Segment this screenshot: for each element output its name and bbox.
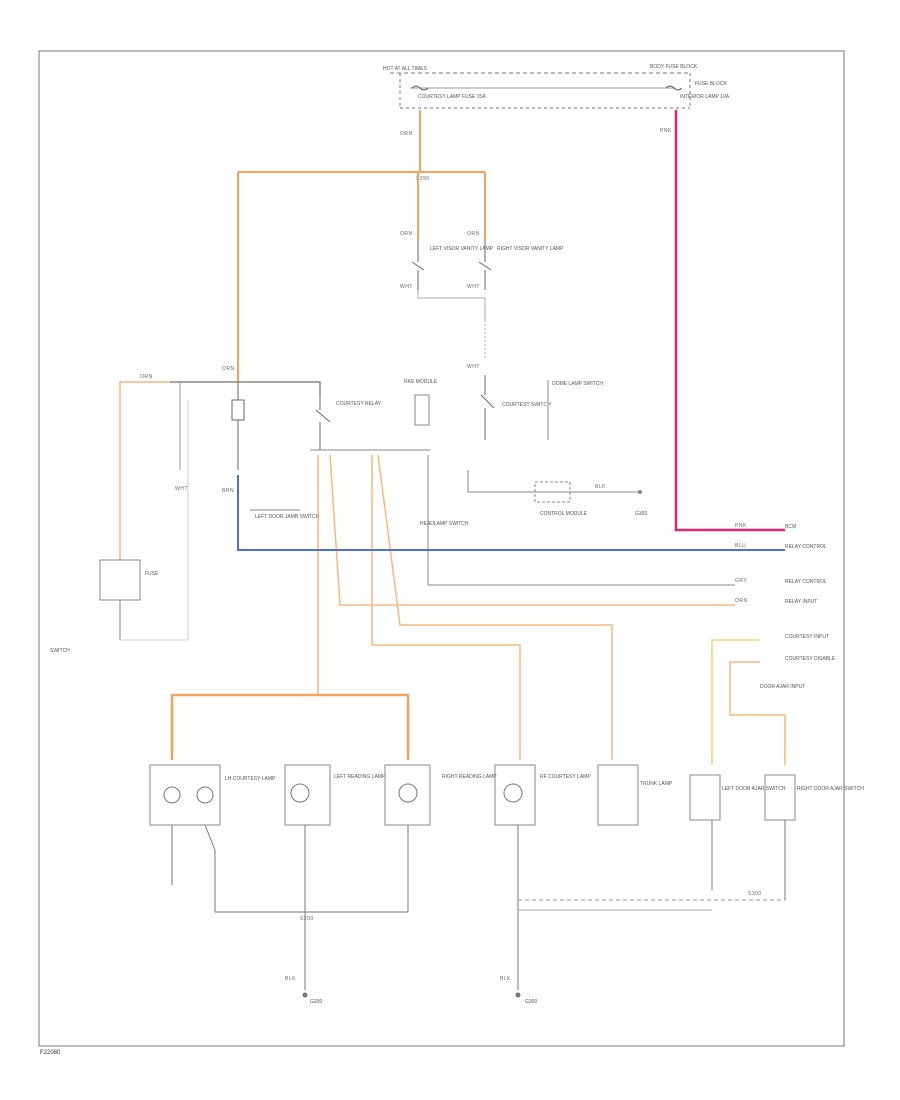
svg-text:BLK: BLK	[285, 976, 296, 982]
svg-text:BRN: BRN	[222, 488, 234, 494]
svg-text:WHT: WHT	[467, 364, 480, 370]
svg-text:TRUNK LAMP: TRUNK LAMP	[640, 781, 673, 787]
right-connectors: BCM PNK RELAY CONTROL BLU RELAY CONTROL …	[735, 523, 836, 690]
left-ground-bus	[214, 850, 408, 913]
orange-drop-3	[371, 455, 521, 760]
svg-text:ORN: ORN	[400, 231, 413, 237]
courtesy-relay: ORN BRN	[222, 366, 245, 494]
svg-text:FUSE: FUSE	[145, 571, 159, 577]
orange-door-wire	[729, 661, 786, 765]
left-door-jamb-switch: LEFT DOOR JAMB SWITCH HEADLAMP SWITCH	[250, 509, 469, 527]
right-door-ajar-switch: RIGHT DOOR AJAR SWITCH	[764, 774, 864, 900]
svg-text:ORN: ORN	[140, 374, 153, 380]
svg-text:SWITCH: SWITCH	[50, 648, 70, 654]
control-module-label: CONTROL MODULE	[540, 511, 588, 517]
ground-g300: BLK G300	[500, 976, 537, 1005]
svg-text:PNK: PNK	[735, 523, 747, 529]
svg-text:RF COURTESY LAMP: RF COURTESY LAMP	[540, 774, 591, 780]
splice-top-label: S290	[416, 176, 430, 182]
svg-text:ORN: ORN	[467, 231, 480, 237]
svg-text:COURTESY INPUT: COURTESY INPUT	[785, 634, 829, 640]
svg-text:LH COURTESY LAMP: LH COURTESY LAMP	[225, 776, 276, 782]
svg-text:DOOR AJAR INPUT: DOOR AJAR INPUT	[760, 684, 805, 690]
fuse-right-label: INTERIOR LAMP 10A	[680, 94, 730, 100]
svg-text:COURTESY DISABLE: COURTESY DISABLE	[785, 656, 836, 662]
top-fuse-box: HOT AT ALL TIMES BODY FUSE BLOCK COURTES…	[383, 64, 730, 109]
svg-text:RELAY CONTROL: RELAY CONTROL	[785, 579, 827, 585]
ground-g200: BLK G200	[285, 976, 322, 1005]
ground-g300-top: G300	[635, 511, 647, 517]
orange-drop-4	[377, 454, 613, 760]
orange-to-left-side	[119, 381, 170, 560]
svg-text:BLU: BLU	[735, 543, 746, 549]
fuse-box-side-label: FUSE BLOCK	[695, 81, 727, 87]
gray-relay-row	[170, 381, 321, 395]
svg-text:BLK: BLK	[595, 484, 606, 490]
svg-text:ORN: ORN	[222, 366, 235, 372]
left-switch-block: FUSE SWITCH	[50, 400, 189, 654]
dimmer-label: HEADLAMP SWITCH	[420, 521, 469, 527]
orange-wire-code: ORN	[400, 131, 413, 137]
svg-text:BCM: BCM	[785, 524, 796, 530]
svg-text:G200: G200	[310, 999, 322, 1005]
figure-code: F22080	[40, 1050, 61, 1056]
svg-text:WHT: WHT	[175, 486, 188, 492]
svg-text:S300: S300	[748, 891, 762, 897]
fuse-box-right-title: BODY FUSE BLOCK	[650, 64, 698, 70]
right-vanity-lamp: ORN RIGHT VISOR VANITY LAMP WHT	[467, 231, 564, 290]
svg-text:G300: G300	[525, 999, 537, 1005]
svg-text:RIGHT READING LAMP: RIGHT READING LAMP	[442, 774, 497, 780]
fuse-box-title: HOT AT ALL TIMES	[383, 66, 428, 72]
svg-text:S200: S200	[300, 916, 314, 922]
svg-text:RIGHT DOOR AJAR SWITCH: RIGHT DOOR AJAR SWITCH	[797, 786, 864, 792]
fuse-left-label: COURTESY LAMP FUSE 15A	[418, 94, 486, 100]
fuse-module-label: RKE MODULE	[404, 379, 438, 385]
courtesy-switch: COURTESY RELAY RKE MODULE	[310, 379, 438, 451]
svg-text:RELAY INPUT: RELAY INPUT	[785, 599, 817, 605]
svg-text:WHT: WHT	[467, 284, 480, 290]
left-vanity-lamp: ORN LEFT VISOR VANITY LAMP WHT	[400, 231, 494, 290]
left-vanity-label: LEFT VISOR VANITY LAMP	[430, 246, 494, 252]
pink-feed-wire	[674, 110, 785, 532]
orange-lamp-bus	[170, 693, 410, 760]
lamp-lh-courtesy: LH COURTESY LAMP	[149, 764, 276, 885]
lamp-left-reading: LEFT READING LAMP	[284, 764, 386, 990]
svg-text:BLK: BLK	[500, 976, 511, 982]
left-door-ajar-switch: LEFT DOOR AJAR SWITCH	[689, 774, 786, 890]
svg-text:ORN: ORN	[735, 598, 748, 604]
svg-text:RELAY CONTROL: RELAY CONTROL	[785, 544, 827, 550]
yellow-door-wire	[711, 639, 760, 765]
dome-switch-label: DOME LAMP SWITCH	[552, 381, 603, 387]
left-door-jamb-label: LEFT DOOR JAMB SWITCH	[255, 514, 320, 520]
orange-drop-2	[329, 454, 735, 606]
right-vanity-label: RIGHT VISOR VANITY LAMP	[497, 246, 564, 252]
svg-text:GRY: GRY	[735, 578, 747, 584]
courtesy-switch-label: COURTESY SWITCH	[502, 402, 551, 408]
lamp-trunk: TRUNK LAMP	[597, 764, 673, 826]
lamp-right-reading: RIGHT READING LAMP	[384, 764, 497, 912]
svg-text:LEFT READING LAMP: LEFT READING LAMP	[334, 774, 386, 780]
dome-switch: COURTESY SWITCH DOME LAMP SWITCH WHT	[467, 364, 603, 440]
blue-control-wire	[237, 475, 785, 551]
courtesy-relay-label: COURTESY RELAY	[336, 401, 382, 407]
svg-text:LEFT DOOR AJAR SWITCH: LEFT DOOR AJAR SWITCH	[722, 786, 786, 792]
pink-wire-code: PNK	[660, 128, 672, 134]
gray-relay-control	[427, 455, 735, 586]
svg-text:WHT: WHT	[400, 284, 413, 290]
diagram-border	[38, 50, 845, 1047]
lamp-rf-courtesy: RF COURTESY LAMP	[494, 764, 591, 990]
